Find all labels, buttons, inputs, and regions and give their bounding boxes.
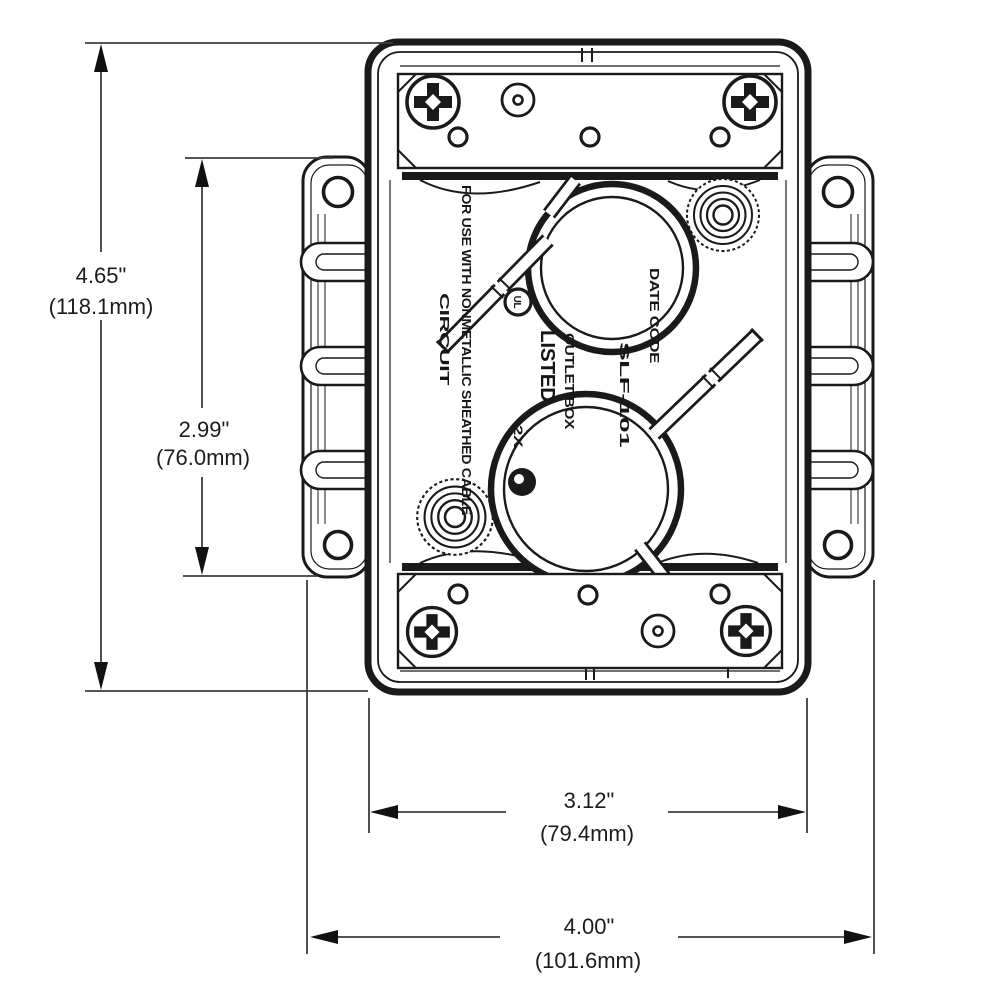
molded-markings: FOR USE WITH NONMETALLIC SHEATHED CABLE … (437, 185, 662, 516)
dim-label-overall-height-mm: (118.1mm) (49, 294, 154, 319)
marking-model: SLF-101 (617, 342, 632, 447)
dim-label-overall-height-in: 4.65" (76, 263, 127, 288)
dim-overall-height: 4.65" (118.1mm) (49, 42, 393, 692)
dim-label-overall-width-in: 4.00" (564, 914, 615, 939)
marking-use-statement: FOR USE WITH NONMETALLIC SHEATHED CABLE (459, 185, 474, 516)
screw-boss (415, 477, 495, 557)
phillips-screw-icon (719, 604, 773, 658)
ul-mark-text: UL (511, 296, 522, 309)
flange-tab (800, 345, 875, 387)
small-hole (579, 126, 601, 148)
arrow-up-icon (195, 159, 209, 187)
arrow-down-icon (94, 662, 108, 690)
wire-end-upper-right (648, 327, 764, 440)
marking-qty: 2X (511, 425, 525, 447)
left-mounting-flange (299, 155, 374, 579)
screw-boss (685, 177, 761, 253)
pilot-hole (640, 613, 676, 649)
mounting-hole (321, 175, 355, 209)
dim-label-body-width-in: 3.12" (564, 788, 615, 813)
dim-label-body-width-mm: (79.4mm) (540, 821, 634, 846)
mounting-hole (822, 529, 854, 561)
small-hole (709, 583, 731, 605)
marking-listed: LISTED (536, 330, 558, 402)
mounting-hole (322, 529, 354, 561)
arrow-right-icon (778, 805, 806, 819)
arrow-down-icon (195, 547, 209, 575)
phillips-screw-icon (722, 74, 778, 130)
mounting-hole (821, 175, 855, 209)
small-hole (447, 126, 469, 148)
flange-tab (800, 449, 875, 491)
dim-label-flange-height-mm: (76.0mm) (156, 445, 250, 470)
top-interior-edge (402, 172, 778, 180)
dim-label-overall-width-mm: (101.6mm) (535, 948, 641, 973)
small-hole (447, 583, 469, 605)
right-mounting-flange (800, 155, 875, 579)
arrow-left-icon (370, 805, 398, 819)
flange-tab (299, 449, 374, 491)
top-bracket (396, 72, 784, 170)
bottom-bracket (396, 572, 784, 670)
pilot-hole (500, 82, 536, 118)
wire-end-upper-left (435, 175, 581, 354)
flange-tab (299, 345, 374, 387)
marking-date-code: DATE CODE (647, 268, 662, 364)
arrow-right-icon (844, 930, 872, 944)
flange-tab (299, 241, 374, 283)
flange-tab (800, 241, 875, 283)
molded-stamp-highlight (514, 474, 524, 484)
dim-overall-width: 4.00" (101.6mm) (306, 580, 875, 973)
ul-mark-icon (503, 287, 533, 317)
small-hole (577, 584, 599, 606)
small-hole (709, 126, 731, 148)
phillips-screw-icon (405, 605, 459, 659)
marking-outlet-box: OUTLET BOX (562, 333, 577, 430)
dim-flange-height: 2.99" (76.0mm) (156, 157, 333, 577)
dim-label-flange-height-in: 2.99" (179, 417, 230, 442)
dim-body-width: 3.12" (79.4mm) (368, 698, 808, 846)
marking-circuit: CIRCUIT (437, 293, 452, 386)
phillips-screw-icon (405, 74, 461, 130)
arrow-left-icon (310, 930, 338, 944)
arrow-up-icon (94, 44, 108, 72)
